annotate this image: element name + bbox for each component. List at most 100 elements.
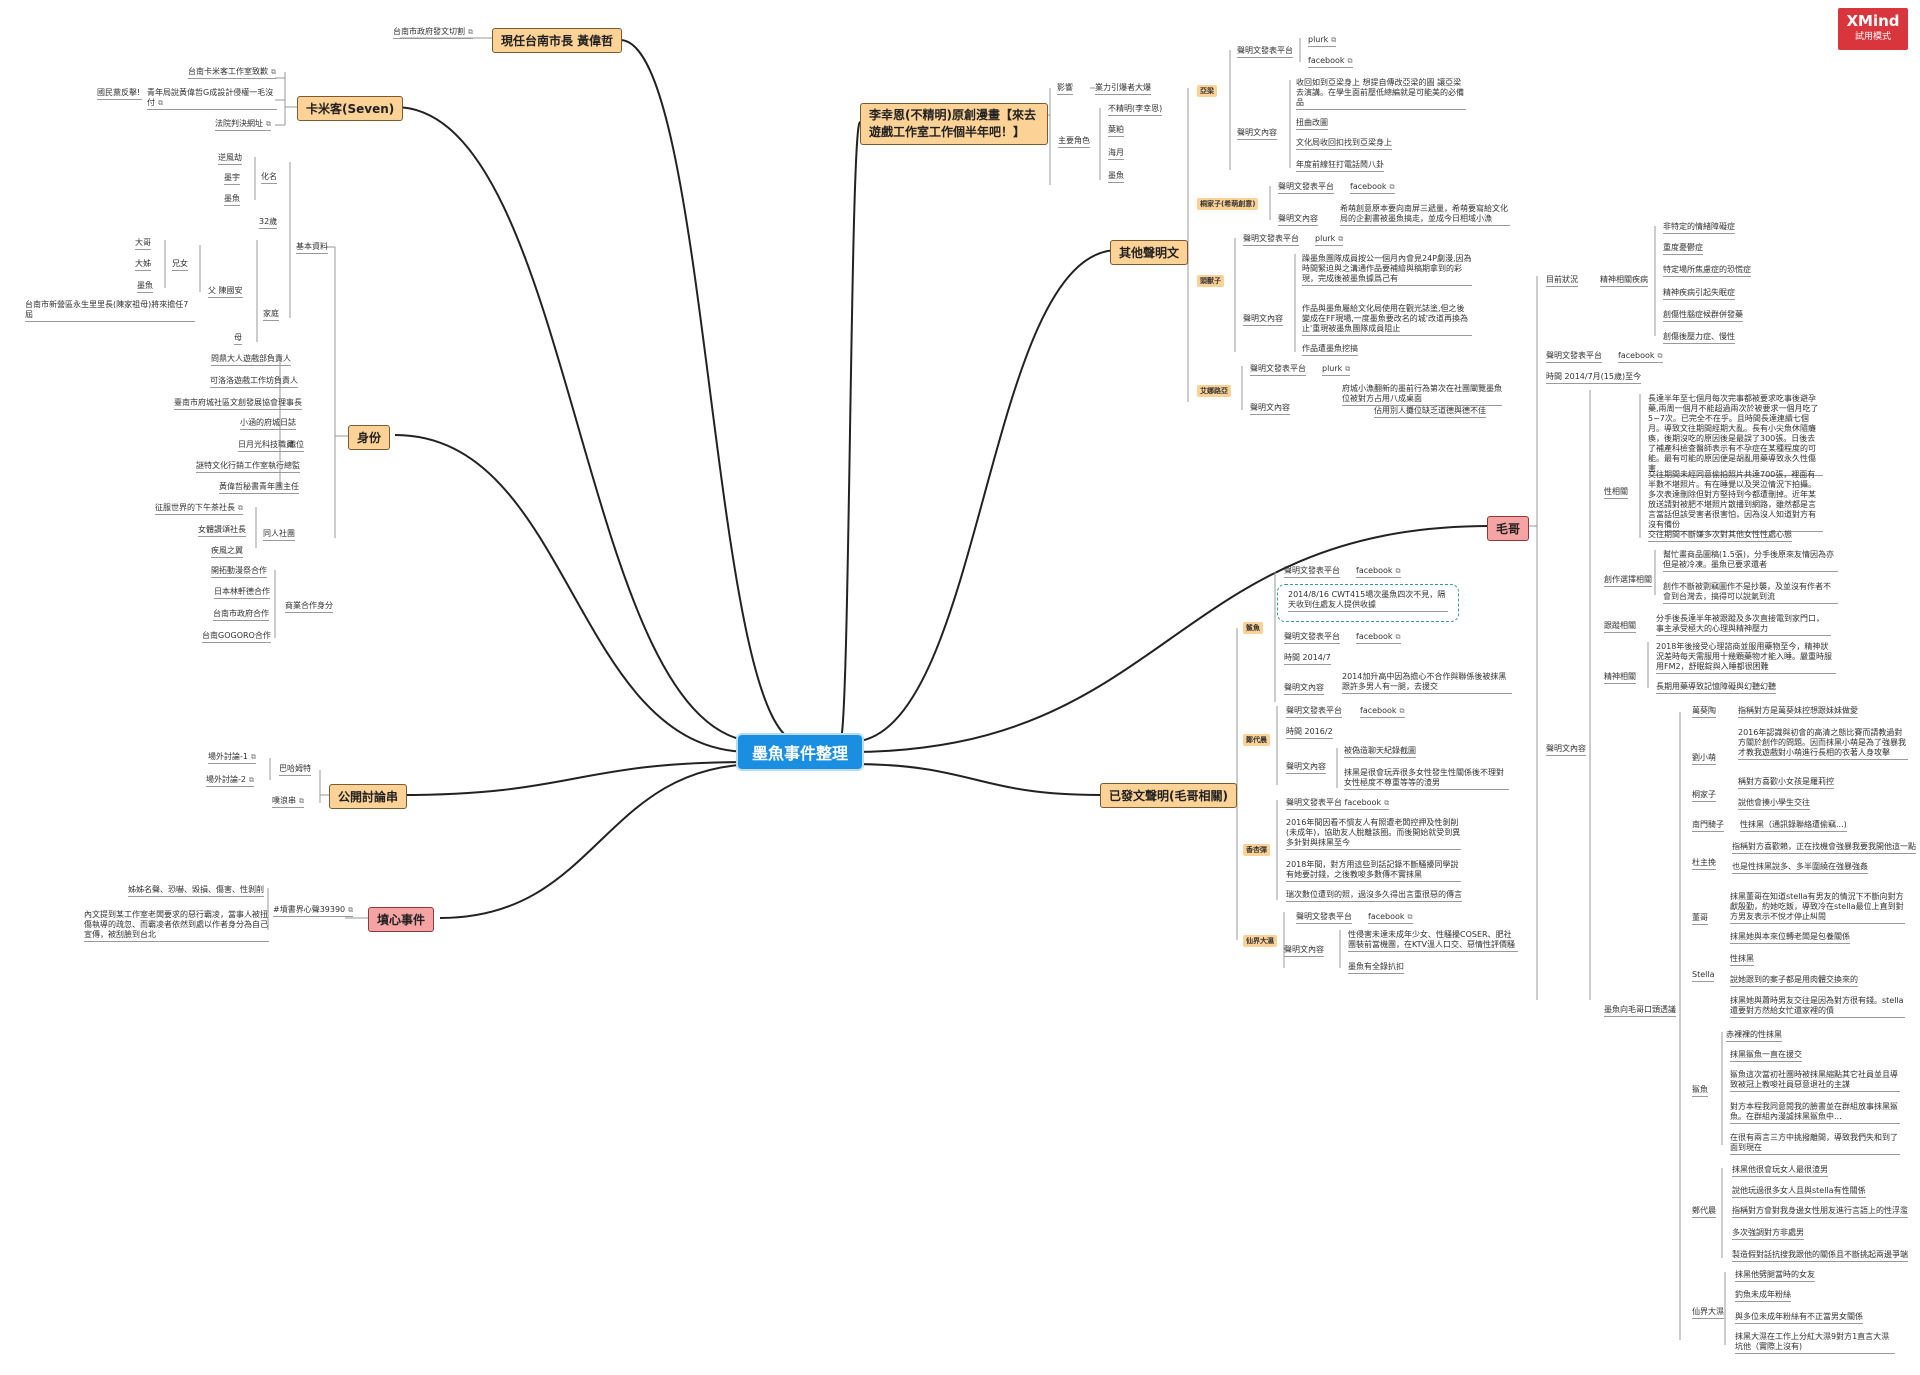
external-link-icon[interactable]: ⧉ <box>1389 183 1395 191</box>
stella-item-text: 抹黑她與蕭時男友交往是因為對方很有錢。stella還要對方然給女忙還家裡的債 <box>1730 996 1904 1015</box>
topic-others[interactable]: 其他聲明文 <box>1110 240 1189 265</box>
kamike-item[interactable]: 台南卡米客工作室致歉⧉ <box>188 67 276 79</box>
platform-plurk[interactable]: plurk⧉ <box>1308 35 1337 47</box>
yaliang-item: 收回如到亞梁身上 想提自傳改亞梁的圖 讓亞梁去演講。在學生面前壓低總編就是可能美… <box>1296 78 1466 110</box>
job-item-text: 可洛洛遊戲工作坊負責人 <box>210 376 298 385</box>
who-fox-text: 仙界大濕 <box>1692 1307 1724 1316</box>
central-topic[interactable]: 墨魚事件整理 <box>738 735 862 769</box>
family-note-text: 台南市新營區永生里里長(陳家祖母)將來擔任7屆 <box>25 300 189 319</box>
identity-basic-text: 基本資料 <box>296 242 328 251</box>
external-link-icon[interactable]: ⧉ <box>250 753 256 761</box>
sibling: 墨魚 <box>137 281 153 293</box>
topic-identity[interactable]: 身份 <box>348 425 391 450</box>
external-link-icon[interactable]: ⧉ <box>266 120 271 128</box>
biz-item-text: 台南市政府合作 <box>213 609 269 618</box>
who-shark: 鯊魚 <box>1692 1085 1708 1097</box>
topic-statements[interactable]: 已發文聲明(毛哥相關) <box>1100 783 1237 808</box>
zheng-stmt-item-text: 抹黑是很會玩弄很多女性發生性關係後不理對女性極度不尊重等等的渣男 <box>1344 768 1504 787</box>
sex-item: 長達半年至七個月每次完事都被要求吃事後避孕藥,兩周一個月不能超過兩次於被要求一個… <box>1648 394 1823 476</box>
topic-kamike[interactable]: 卡米客(Seven) <box>297 96 404 121</box>
stmt-zheng-text: 鄭代晨 <box>1246 736 1267 744</box>
mao-now-text: 目前狀況 <box>1546 275 1578 284</box>
tracking-item: 分手後長達半年被跟蹤及多次直接電到家門口，事主承受極大的心理與精神壓力 <box>1656 614 1831 636</box>
external-link-icon[interactable]: ⧉ <box>468 28 473 36</box>
external-link-icon[interactable]: ⧉ <box>248 776 254 784</box>
external-link-icon[interactable]: ⧉ <box>1384 799 1390 807</box>
zheng-item-text: 抹黑他很會玩女人最很渣男 <box>1732 1165 1828 1174</box>
external-link-icon[interactable]: ⧉ <box>158 99 163 107</box>
external-link-icon[interactable]: ⧉ <box>1331 36 1337 44</box>
club-item[interactable]: 征服世界的下午茶社長⧉ <box>155 503 243 515</box>
stmt-facebook[interactable]: facebook⧉ <box>1368 912 1413 924</box>
external-link-icon[interactable]: ⧉ <box>1657 352 1663 360</box>
stmt-shark-item: 2014加升高中因為擔心不合作與聯係後被抹黑跟許多男人有一腿，去援交 <box>1342 672 1512 694</box>
external-link-icon[interactable]: ⧉ <box>348 906 354 914</box>
public-thread[interactable]: 場外討論-1⧉ <box>208 752 256 764</box>
content-tracking: 跟蹤相關 <box>1604 621 1636 633</box>
platform-facebook[interactable]: facebook⧉ <box>1308 56 1353 68</box>
job-item: 可洛洛遊戲工作坊負責人 <box>210 376 298 388</box>
platform-plurk[interactable]: plurk⧉ <box>1315 234 1344 246</box>
shark-item-text: 赤裸裸的性抹黑 <box>1726 1030 1782 1039</box>
platform-plurk[interactable]: plurk⧉ <box>1322 364 1351 376</box>
biz-item: 開拓動漫祭合作 <box>211 566 267 578</box>
family-father: 父 陳國安 <box>208 286 243 298</box>
connector-kamike <box>394 106 761 743</box>
alias-item: 逆風劫 <box>218 153 242 165</box>
platform-facebook-text: facebook <box>1350 182 1387 191</box>
external-link-icon[interactable]: ⧉ <box>1395 633 1401 641</box>
hgx-item-text: 2018年間，對方用這些到話記錄不斷騷擾同學說有她要討錢，之後教唆多數傳不實抹黑 <box>1286 860 1459 879</box>
external-link-icon[interactable]: ⧉ <box>1407 913 1413 921</box>
external-link-icon[interactable]: ⧉ <box>238 504 243 512</box>
lxe-influence-text: 影響 <box>1057 83 1073 92</box>
cat-item: 作品遭墨魚挖搞 <box>1302 344 1358 356</box>
stmt-platform-text: 聲明文發表平台 <box>1284 566 1340 575</box>
external-link-icon[interactable]: ⧉ <box>1338 235 1344 243</box>
topic-public[interactable]: 公開討論串 <box>329 784 408 809</box>
stmt-facebook[interactable]: facebook⧉ <box>1360 706 1405 718</box>
job-item-text: 問鼎大人遊戲部負責人 <box>211 354 291 363</box>
topic-mao[interactable]: 毛哥 <box>1487 516 1530 541</box>
stmt-facebook[interactable]: facebook⧉ <box>1356 632 1401 644</box>
who-item: 說他會揍小學生交往 <box>1738 798 1810 810</box>
sex-item-text: 長達半年至七個月每次完事都被要求吃事後避孕藥,兩周一個月不能超過兩次於被要求一個… <box>1648 394 1819 473</box>
external-link-icon[interactable]: ⧉ <box>1345 365 1351 373</box>
sex-item: 交往期間不斷嫌多次對其他女性性處心態 <box>1648 530 1792 542</box>
cat-item: 作品與墨魚屬給文化局使用在觀光誌塗,但之後變成在FF現場,一度墨魚要改名的城'改… <box>1302 304 1472 336</box>
job-item-text: 臺南市府城社區文創發展協會理事長 <box>174 398 302 407</box>
platform-plurk-text: plurk <box>1322 364 1343 373</box>
family-mother-text: 母 <box>234 333 242 342</box>
external-link-icon[interactable]: ⧉ <box>1347 57 1353 65</box>
who-item: 稱對方喜歡小女孩是羅莉控 <box>1738 777 1834 789</box>
mayor-item[interactable]: 台南市政府發文切割⧉ <box>393 27 473 39</box>
external-link-icon[interactable]: ⧉ <box>1395 567 1401 575</box>
platform-label-text: 聲明文發表平台 <box>1250 364 1306 373</box>
stmt-facebook[interactable]: facebook⧉ <box>1356 566 1401 578</box>
connector-mayor <box>619 39 801 743</box>
mao-facebook[interactable]: facebook⧉ <box>1618 351 1663 363</box>
kamike-item[interactable]: 法院判決網址⧉ <box>215 119 271 131</box>
public-thread[interactable]: 場外討論-2⧉ <box>206 775 254 787</box>
platform-facebook[interactable]: facebook⧉ <box>1350 182 1395 194</box>
external-link-icon[interactable]: ⧉ <box>271 68 276 76</box>
kamike-item[interactable]: 青年局說黃偉哲G成設計侵權一毛沒付⧉ <box>147 88 277 110</box>
hgx-item: 瑞次數位遭到的照，過沒多久得出言重很惡的傳言 <box>1286 890 1462 902</box>
topic-heart[interactable]: 墳心事件 <box>368 907 435 932</box>
topic-mayor[interactable]: 現任台南市長 黃偉哲 <box>492 28 623 53</box>
psy-item: 長期用藥導致記憶障礙與幻聽幻聽 <box>1656 682 1776 694</box>
heart-tag[interactable]: #墳書界心聲39390⧉ <box>273 905 354 917</box>
mayor-item-text: 台南市政府發文切割 <box>393 27 465 36</box>
stmt-platform[interactable]: 聲明文發表平台 facebook⧉ <box>1286 798 1390 810</box>
who: 杜主挽 <box>1692 858 1716 870</box>
public-ptt[interactable]: 噗浪串⧉ <box>272 796 304 808</box>
stella-item-text: 性抹黑 <box>1730 954 1754 963</box>
sex-item-text: 交往期間未經同意偷拍照片共達700張，裡面有半數不堪照片。有在睡覺以及哭泣情況下… <box>1648 470 1816 529</box>
who-zheng: 鄭代晨 <box>1692 1206 1716 1218</box>
cat-item-text: 作品遭墨魚挖搞 <box>1302 344 1358 353</box>
external-link-icon[interactable]: ⧉ <box>299 797 304 805</box>
external-link-icon[interactable]: ⧉ <box>1399 707 1405 715</box>
topic-lxe[interactable]: 李幸恩(不精明)原創漫畫【來去遊戲工作室工作個半年吧！】 <box>860 103 1048 145</box>
who-text: 杜主挽 <box>1692 858 1716 867</box>
shark-item: 抹黑鯊魚一直在援交 <box>1730 1050 1802 1062</box>
